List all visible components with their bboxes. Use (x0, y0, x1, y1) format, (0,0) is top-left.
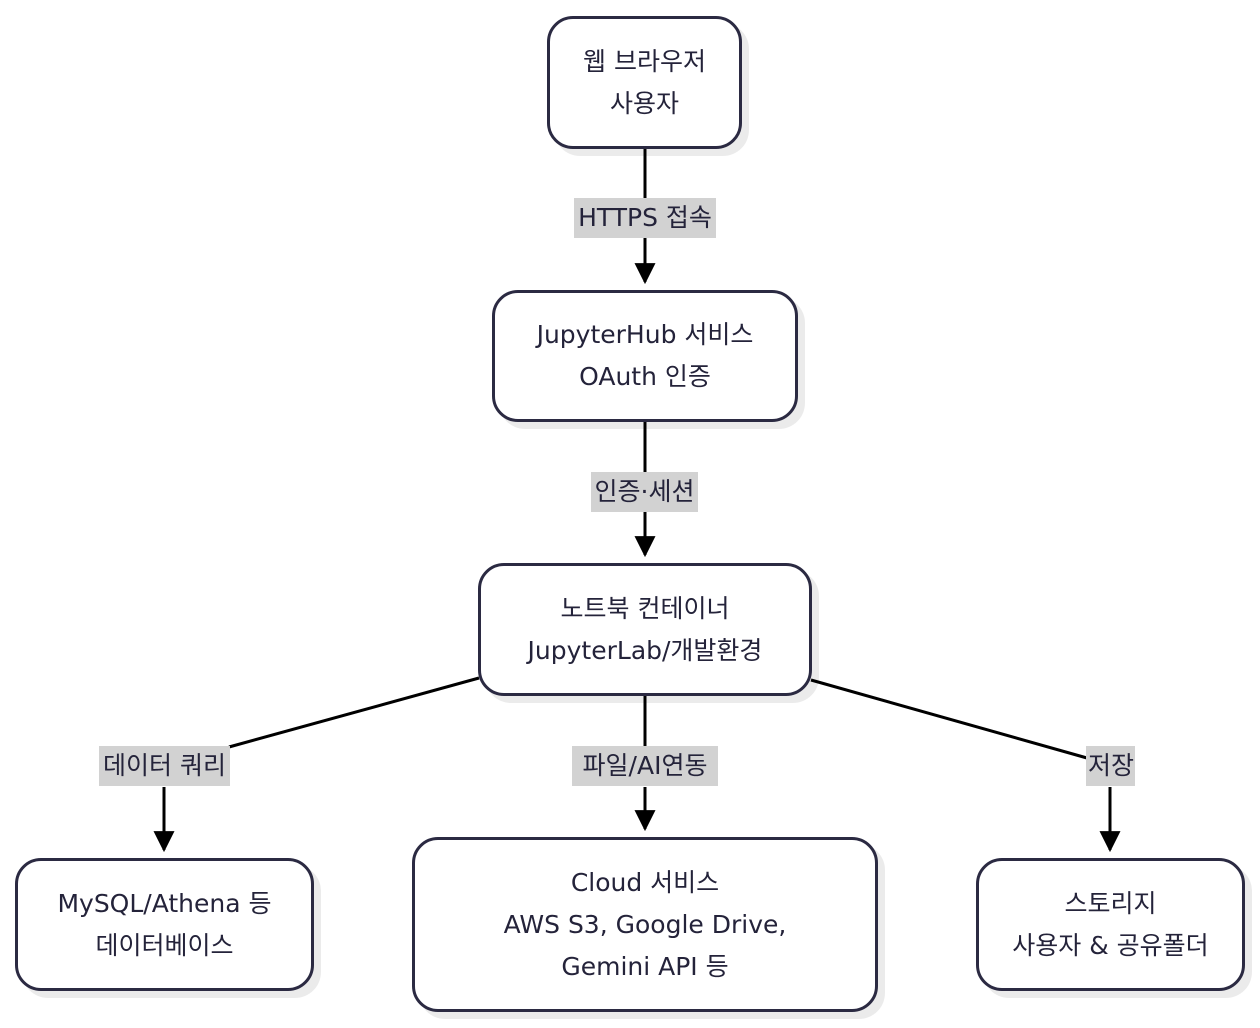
node-label-line: 사용자 (609, 88, 679, 118)
edge-label-file-ai: 파일/AI연동 (572, 746, 718, 786)
node-storage: 스토리지 사용자 & 공유폴더 (976, 858, 1245, 991)
node-label-line: Gemini API 등 (561, 951, 729, 981)
edge-notebook-to-database-line-top (228, 676, 480, 749)
node-label-line: 스토리지 (1064, 888, 1157, 918)
edge-label-https: HTTPS 접속 (574, 198, 716, 238)
node-label-line: 사용자 & 공유폴더 (1012, 930, 1209, 960)
node-web-browser-user: 웹 브라우저 사용자 (547, 16, 742, 149)
edge-label-data-query: 데이터 쿼리 (99, 746, 230, 786)
edge-label-save: 저장 (1086, 746, 1135, 786)
node-label-line: MySQL/Athena 등 (57, 888, 272, 918)
node-jupyterhub-service: JupyterHub 서비스 OAuth 인증 (492, 290, 798, 422)
node-notebook-container: 노트북 컨테이너 JupyterLab/개발환경 (478, 563, 812, 696)
node-label-line: AWS S3, Google Drive, (503, 909, 787, 939)
edge-label-auth-session: 인증·세션 (591, 472, 698, 512)
edge-notebook-to-storage-line-top (810, 678, 1088, 760)
node-label-line: Cloud 서비스 (570, 867, 720, 897)
node-label-line: JupyterLab/개발환경 (527, 635, 763, 665)
node-label-line: OAuth 인증 (579, 362, 711, 391)
node-label-line: 노트북 컨테이너 (560, 593, 730, 623)
node-label-line: 웹 브라우저 (583, 46, 706, 76)
node-database: MySQL/Athena 등 데이터베이스 (15, 858, 314, 991)
node-label-line: 데이터베이스 (95, 930, 234, 960)
node-cloud-services: Cloud 서비스 AWS S3, Google Drive, Gemini A… (412, 837, 878, 1012)
node-label-line: JupyterHub 서비스 (536, 320, 754, 349)
